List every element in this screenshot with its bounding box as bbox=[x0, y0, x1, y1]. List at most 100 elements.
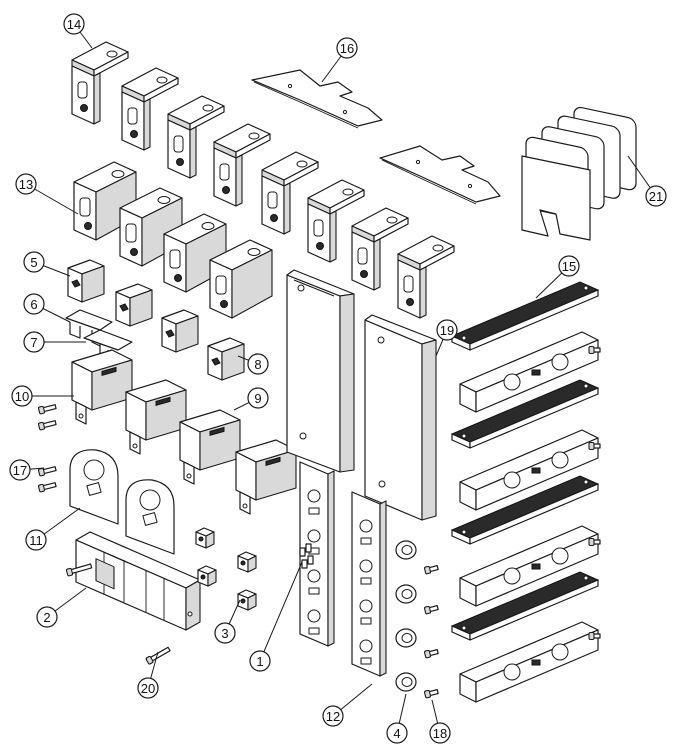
leader-line bbox=[259, 561, 303, 662]
large-bracket bbox=[73, 161, 137, 241]
square-clip bbox=[161, 309, 199, 353]
round-stopper bbox=[395, 672, 417, 692]
part-13-brackets bbox=[73, 161, 273, 319]
part-1-12-hangers bbox=[299, 461, 387, 677]
screw bbox=[424, 605, 439, 615]
part-11-end-caps bbox=[69, 449, 175, 555]
round-stopper bbox=[395, 584, 417, 604]
callout-7: 7 bbox=[23, 331, 45, 353]
small-bracket bbox=[71, 41, 129, 125]
callout-4: 4 bbox=[386, 722, 408, 744]
screw bbox=[588, 345, 601, 355]
bolt-studs bbox=[299, 543, 314, 569]
callout-13: 13 bbox=[15, 173, 37, 195]
callout-label: 6 bbox=[30, 297, 37, 312]
callout-17: 17 bbox=[9, 459, 31, 481]
screw bbox=[588, 631, 601, 641]
hanger-strip bbox=[299, 461, 335, 647]
callout-9: 9 bbox=[247, 387, 269, 409]
callout-11: 11 bbox=[25, 529, 47, 551]
callout-label: 10 bbox=[15, 389, 29, 404]
callout-20: 20 bbox=[137, 677, 159, 699]
anchor bbox=[197, 565, 217, 587]
small-bracket bbox=[261, 151, 319, 235]
callout-19: 19 bbox=[436, 319, 458, 341]
roller-carriage bbox=[450, 379, 600, 511]
callout-label: 17 bbox=[13, 463, 27, 478]
part-4-stoppers bbox=[395, 540, 417, 692]
callout-18: 18 bbox=[429, 722, 451, 744]
anchor bbox=[237, 589, 257, 611]
callout-label: 7 bbox=[30, 335, 37, 350]
callout-label: 18 bbox=[433, 726, 447, 741]
roller-carriage bbox=[450, 571, 600, 703]
callout-label: 15 bbox=[562, 259, 576, 274]
callout-label: 3 bbox=[221, 626, 228, 641]
roller-carriage bbox=[450, 281, 600, 413]
mounting-rail bbox=[71, 349, 133, 425]
hanger-strip bbox=[351, 491, 387, 677]
part-10-rails bbox=[71, 349, 297, 515]
callout-8: 8 bbox=[247, 353, 269, 375]
anchor bbox=[237, 551, 257, 573]
callout-16: 16 bbox=[336, 37, 358, 59]
screws bbox=[38, 345, 601, 699]
screw bbox=[38, 404, 57, 415]
part-3-anchors bbox=[195, 527, 257, 611]
mounting-rail bbox=[235, 439, 297, 515]
part-14-brackets bbox=[71, 41, 455, 319]
screw bbox=[145, 646, 171, 665]
callout-3: 3 bbox=[214, 622, 236, 644]
callout-label: 5 bbox=[30, 255, 37, 270]
callout-1: 1 bbox=[249, 650, 271, 672]
callout-label: 21 bbox=[649, 189, 663, 204]
small-bracket bbox=[351, 207, 409, 291]
square-clip bbox=[67, 259, 105, 303]
callout-label: 20 bbox=[141, 681, 155, 696]
callout-label: 9 bbox=[254, 391, 261, 406]
screw bbox=[424, 689, 439, 699]
screw bbox=[424, 649, 439, 659]
callout-12: 12 bbox=[322, 705, 344, 727]
part-16-plates bbox=[251, 69, 501, 205]
screw bbox=[65, 563, 93, 577]
callout-label: 11 bbox=[29, 533, 43, 548]
part-5-8-clips bbox=[67, 259, 245, 381]
round-stopper bbox=[395, 628, 417, 648]
callout-2: 2 bbox=[36, 606, 58, 628]
callout-label: 19 bbox=[440, 323, 454, 338]
square-clip bbox=[207, 337, 245, 381]
part-19-panels bbox=[286, 269, 437, 521]
callout-label: 13 bbox=[19, 177, 33, 192]
part-21-pads bbox=[521, 106, 637, 241]
callout-14: 14 bbox=[63, 13, 85, 35]
large-bracket bbox=[209, 239, 273, 319]
small-bracket bbox=[167, 95, 225, 179]
screw bbox=[424, 565, 439, 575]
small-bracket bbox=[213, 123, 271, 207]
screw bbox=[588, 441, 601, 451]
screw bbox=[38, 420, 57, 431]
part-15-carriages bbox=[450, 281, 600, 703]
roller-carriage bbox=[450, 475, 600, 607]
callout-21: 21 bbox=[645, 185, 667, 207]
callout-label: 16 bbox=[340, 41, 354, 56]
mounting-rail bbox=[179, 409, 241, 485]
callout-label: 14 bbox=[67, 17, 81, 32]
callout-label: 2 bbox=[43, 610, 50, 625]
callout-label: 1 bbox=[256, 654, 263, 669]
small-bracket bbox=[307, 179, 365, 263]
screw bbox=[588, 537, 601, 547]
anchor bbox=[195, 527, 215, 549]
screw bbox=[38, 482, 57, 493]
callout-label: 4 bbox=[393, 726, 400, 741]
part-2-track bbox=[75, 531, 201, 631]
callout-5: 5 bbox=[23, 251, 45, 273]
callout-10: 10 bbox=[11, 385, 33, 407]
screw bbox=[38, 466, 57, 477]
callout-15: 15 bbox=[558, 255, 580, 277]
callout-label: 12 bbox=[326, 709, 340, 724]
